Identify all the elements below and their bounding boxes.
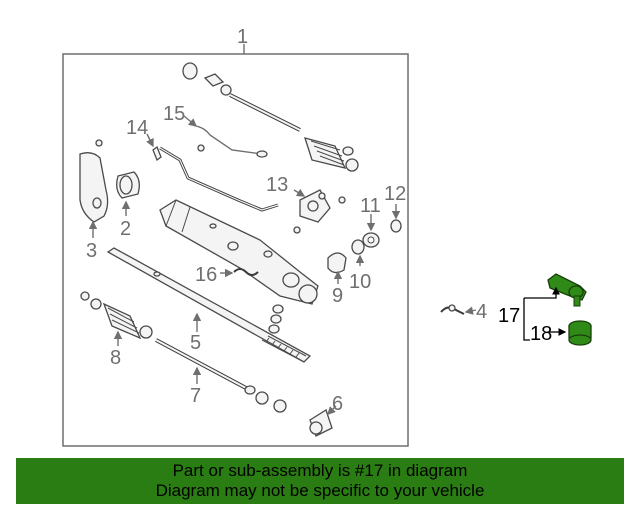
callout-16: 16 — [195, 264, 217, 286]
outer-tie-rod-end-highlight[interactable] — [547, 273, 587, 307]
callout-9: 9 — [332, 285, 343, 307]
washer-part — [351, 239, 365, 255]
steering-rack-part — [106, 247, 312, 363]
lower-boot-part — [102, 302, 142, 340]
o-ring-part — [390, 219, 402, 233]
callout-3: 3 — [86, 240, 97, 262]
callout-10: 10 — [349, 271, 371, 293]
callout-8: 8 — [110, 347, 121, 369]
callout-12: 12 — [384, 183, 406, 205]
notice-line-2: Diagram may not be specific to your vehi… — [155, 481, 485, 500]
assembly-frame — [62, 53, 409, 447]
callout-4: 4 — [476, 301, 487, 323]
callout-15: 15 — [163, 103, 185, 125]
callout-13: 13 — [266, 174, 288, 196]
notice-line-1: Part or sub-assembly is #17 in diagram — [172, 461, 468, 480]
callout-14: 14 — [126, 117, 148, 139]
pressure-line-part — [195, 125, 263, 155]
callout-2: 2 — [120, 218, 131, 240]
dust-boot-highlight[interactable] — [568, 320, 592, 346]
callout-7: 7 — [190, 385, 201, 407]
grommet-part — [309, 409, 333, 437]
callout-17: 17 — [498, 305, 520, 327]
callout-11: 11 — [360, 195, 381, 217]
clip-part — [233, 268, 259, 276]
upper-boot-part — [304, 137, 347, 169]
mounting-bracket-part — [79, 152, 109, 223]
callout-18: 18 — [530, 323, 552, 345]
fitment-notice-banner: Part or sub-assembly is #17 in diagram D… — [16, 458, 624, 504]
callout-1: 1 — [237, 26, 248, 48]
control-valve-part — [299, 189, 331, 223]
gear-housing-part — [159, 199, 319, 305]
callout-6: 6 — [332, 393, 343, 415]
callout-5: 5 — [190, 332, 201, 354]
clamp-ring-part — [182, 62, 198, 80]
seal-cap-part — [327, 252, 347, 274]
